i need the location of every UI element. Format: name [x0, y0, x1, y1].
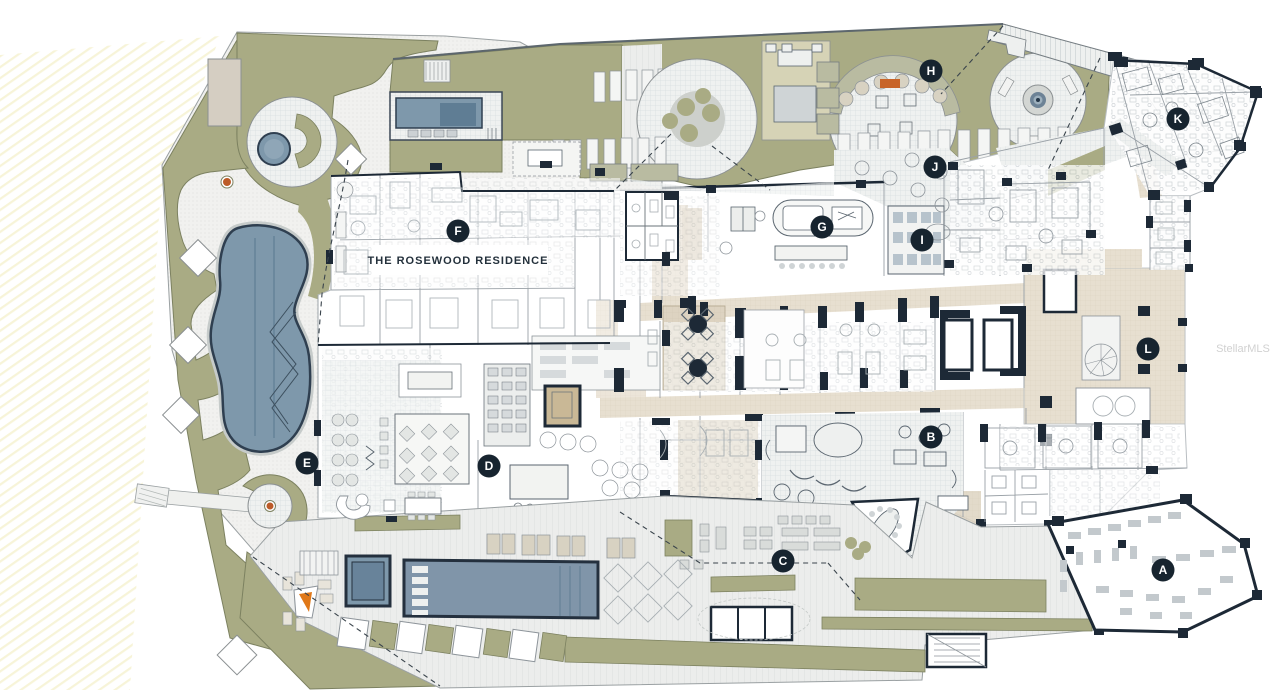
svg-text:D: D: [485, 459, 494, 473]
svg-text:C: C: [779, 554, 788, 568]
svg-text:E: E: [303, 456, 311, 470]
svg-text:F: F: [454, 224, 461, 238]
svg-text:J: J: [932, 160, 939, 174]
svg-text:A: A: [1159, 563, 1168, 577]
svg-text:THE ROSEWOOD RESIDENCE: THE ROSEWOOD RESIDENCE: [368, 255, 549, 267]
svg-text:G: G: [817, 220, 826, 234]
svg-text:StellarMLS: StellarMLS: [1216, 343, 1270, 355]
svg-text:B: B: [927, 430, 936, 444]
svg-text:H: H: [927, 64, 936, 78]
svg-text:K: K: [1174, 112, 1183, 126]
svg-text:L: L: [1144, 342, 1151, 356]
svg-text:I: I: [920, 233, 923, 247]
